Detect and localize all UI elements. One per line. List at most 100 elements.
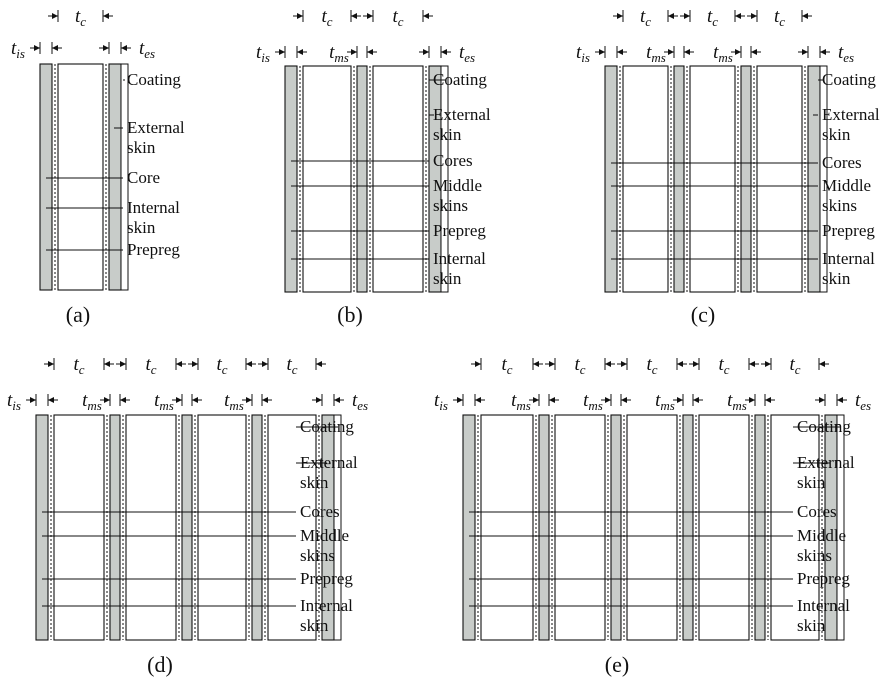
label-line: skins bbox=[433, 196, 468, 215]
dim-tc-subscript: c bbox=[652, 362, 658, 377]
dim-tc-symbol: t bbox=[216, 354, 222, 375]
label-line: External bbox=[300, 453, 358, 472]
dim-tc: tc bbox=[574, 354, 585, 377]
dim-tms: tms bbox=[727, 390, 747, 413]
dim-tc-subscript: c bbox=[645, 14, 651, 29]
dim-tis-symbol: t bbox=[7, 390, 13, 411]
dim-tc: tc bbox=[321, 6, 332, 29]
dim-tms-symbol: t bbox=[655, 390, 661, 411]
label-coating: Coating bbox=[822, 70, 876, 89]
dim-tms-symbol: t bbox=[154, 390, 160, 411]
arrowhead bbox=[820, 49, 826, 55]
dim-tes: tes bbox=[855, 390, 871, 413]
dim-tc: tc bbox=[789, 354, 800, 377]
label-line: skin bbox=[822, 125, 851, 144]
label-line: Middle bbox=[433, 176, 482, 195]
arrowhead bbox=[533, 361, 539, 367]
dim-tms: tms bbox=[583, 390, 603, 413]
label-cores: Cores bbox=[822, 153, 862, 172]
label-line: Internal bbox=[433, 249, 486, 268]
dim-tc-symbol: t bbox=[286, 354, 292, 375]
label-line: Internal bbox=[797, 596, 850, 615]
dim-tc: tc bbox=[392, 6, 403, 29]
label-coating: Coating bbox=[127, 70, 181, 89]
arrowhead bbox=[103, 45, 109, 51]
label-prepreg: Prepreg bbox=[127, 240, 180, 259]
core bbox=[197, 414, 247, 641]
internal-skin bbox=[604, 65, 618, 293]
dim-tc-subscript: c bbox=[292, 362, 298, 377]
dim-tms: tms bbox=[329, 42, 349, 65]
core bbox=[698, 414, 750, 641]
middle-skin bbox=[740, 65, 752, 293]
label-cores: Cores bbox=[797, 502, 837, 521]
arrowhead bbox=[246, 361, 252, 367]
core bbox=[770, 414, 820, 641]
dim-tc: tc bbox=[73, 354, 84, 377]
arrowhead bbox=[617, 49, 623, 55]
label-line: Internal bbox=[127, 198, 180, 217]
arrowhead bbox=[423, 49, 429, 55]
dim-tis: tis bbox=[256, 42, 270, 65]
dim-tis-symbol: t bbox=[576, 42, 582, 63]
arrowhead bbox=[475, 361, 481, 367]
dim-tc-subscript: c bbox=[151, 362, 157, 377]
dim-tc: tc bbox=[707, 6, 718, 29]
arrowhead bbox=[262, 361, 268, 367]
core bbox=[267, 414, 317, 641]
dim-tms-symbol: t bbox=[511, 390, 517, 411]
arrowhead bbox=[441, 49, 447, 55]
dim-tc-subscript: c bbox=[795, 362, 801, 377]
dim-tis-subscript: is bbox=[439, 398, 448, 413]
label-line: Internal bbox=[822, 249, 875, 268]
middle-skin bbox=[538, 414, 550, 641]
label-line: skin bbox=[433, 125, 462, 144]
label-cores: Cores bbox=[300, 502, 340, 521]
label-line: skins bbox=[797, 546, 832, 565]
arrowhead bbox=[668, 13, 674, 19]
dim-tis-symbol: t bbox=[256, 42, 262, 63]
middle-skin bbox=[251, 414, 263, 641]
dim-tc: tc bbox=[718, 354, 729, 377]
dim-tms: tms bbox=[655, 390, 675, 413]
middle-skin bbox=[109, 414, 121, 641]
label-line: skin bbox=[300, 473, 329, 492]
arrowhead bbox=[802, 13, 808, 19]
core bbox=[125, 414, 177, 641]
arrowhead bbox=[351, 49, 357, 55]
panel-caption: (a) bbox=[66, 302, 90, 327]
dim-tms: tms bbox=[224, 390, 244, 413]
dim-tis: tis bbox=[434, 390, 448, 413]
dim-tms-symbol: t bbox=[329, 42, 335, 63]
arrowhead bbox=[367, 13, 373, 19]
middle-skin bbox=[356, 65, 368, 293]
internal-skin bbox=[462, 414, 476, 641]
dim-tms-symbol: t bbox=[82, 390, 88, 411]
arrowhead bbox=[765, 361, 771, 367]
dim-tms-subscript: ms bbox=[87, 398, 101, 413]
label-core: Core bbox=[127, 168, 160, 187]
arrowhead bbox=[819, 361, 825, 367]
coating bbox=[836, 414, 845, 641]
arrowhead bbox=[176, 361, 182, 367]
arrowhead bbox=[334, 397, 340, 403]
core bbox=[53, 414, 105, 641]
arrowhead bbox=[316, 361, 322, 367]
arrowhead bbox=[605, 397, 611, 403]
arrowhead bbox=[34, 45, 40, 51]
arrowhead bbox=[765, 397, 771, 403]
arrowhead bbox=[684, 49, 690, 55]
dim-tis-symbol: t bbox=[11, 38, 17, 59]
middle-skin bbox=[610, 414, 622, 641]
dim-tms-symbol: t bbox=[583, 390, 589, 411]
label-line: Internal bbox=[300, 596, 353, 615]
